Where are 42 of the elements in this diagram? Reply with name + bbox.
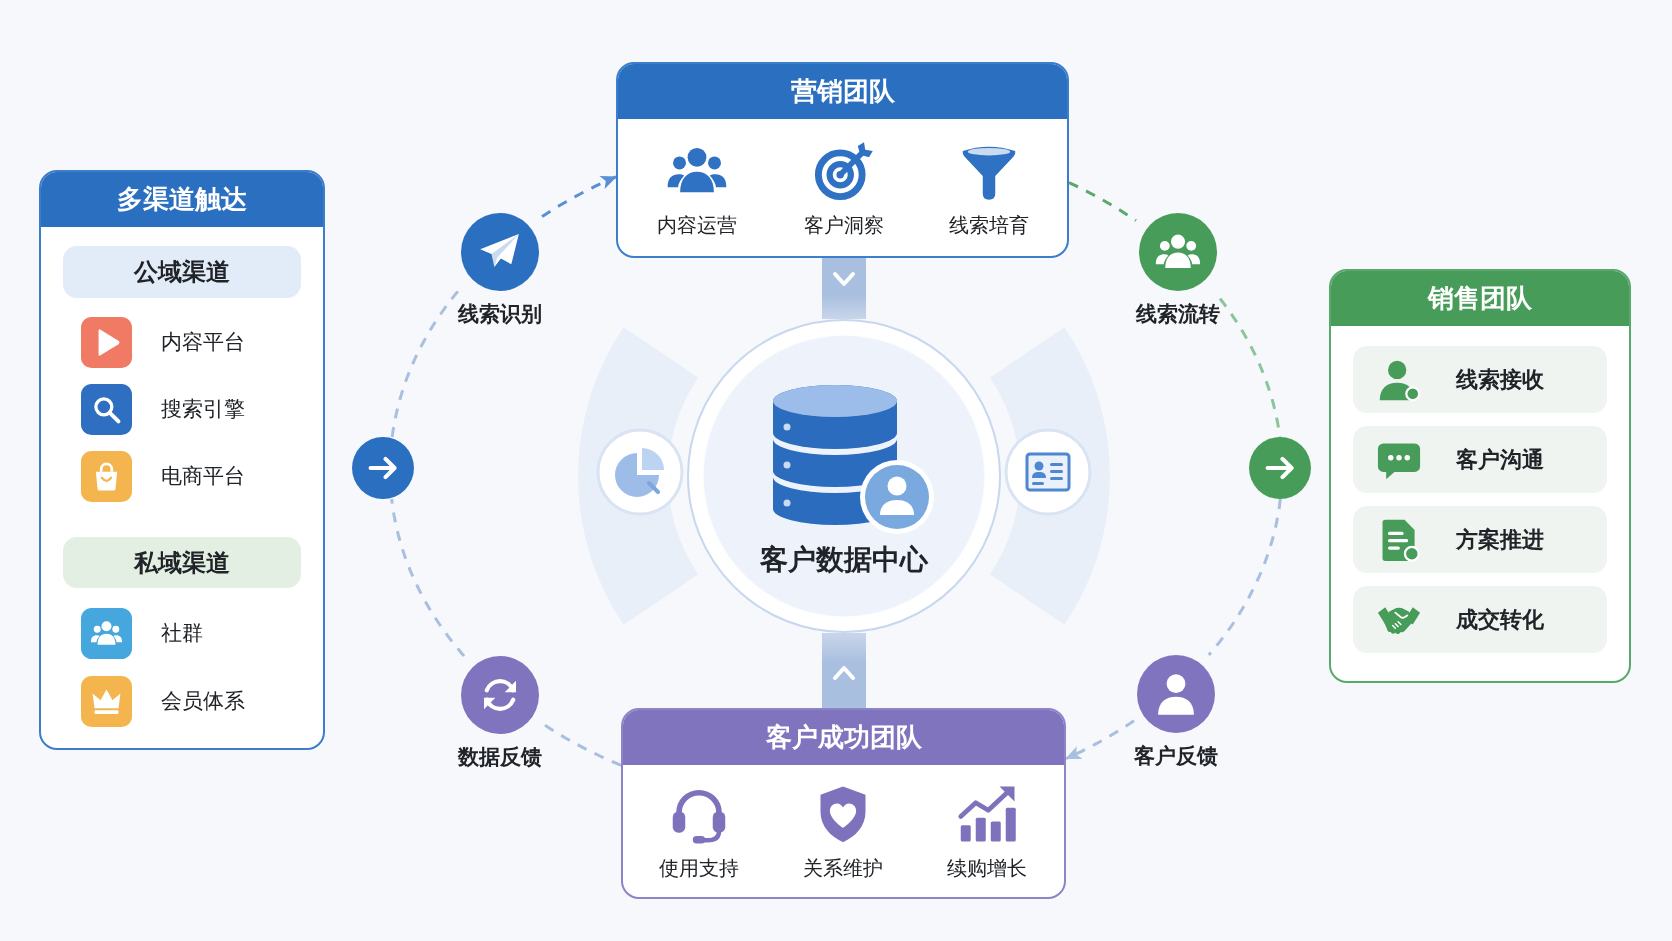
panel-header: 多渠道触达 xyxy=(41,172,323,227)
panel-header: 客户成功团队 xyxy=(623,710,1064,765)
step-label: 线索流转 xyxy=(1136,301,1220,328)
item-label: 续购增长 xyxy=(947,856,1027,881)
row-label: 线索接收 xyxy=(1456,365,1544,394)
hub-label: 客户数据中心 xyxy=(760,543,928,577)
step-label: 数据反馈 xyxy=(458,744,542,771)
item-label: 客户洞察 xyxy=(804,213,884,238)
item-label: 线索培育 xyxy=(949,213,1029,238)
channel-label: 电商平台 xyxy=(161,463,245,490)
panel-header: 销售团队 xyxy=(1331,271,1629,326)
dashed-arrow xyxy=(1065,719,1135,761)
step-label: 线索识别 xyxy=(458,301,542,328)
dashed-arrow xyxy=(541,175,617,218)
channel-panel xyxy=(39,170,325,750)
team-panel xyxy=(616,62,1069,258)
channel-label: 搜索引擎 xyxy=(161,396,245,423)
dashed-line xyxy=(390,498,466,657)
dashed-line xyxy=(541,722,622,767)
row-label: 客户沟通 xyxy=(1456,445,1544,474)
dashed-line xyxy=(390,290,460,438)
dashed-line xyxy=(1207,498,1282,656)
dashed-line xyxy=(1068,181,1137,222)
list-row xyxy=(1353,506,1607,573)
channel-label: 内容平台 xyxy=(161,329,245,356)
section-header: 公域渠道 xyxy=(63,246,301,298)
channel-label: 会员体系 xyxy=(161,688,245,715)
list-row xyxy=(1353,586,1607,653)
item-label: 内容运营 xyxy=(657,213,737,238)
section-header: 私域渠道 xyxy=(63,537,301,588)
row-label: 成交转化 xyxy=(1456,605,1544,634)
item-label: 使用支持 xyxy=(659,856,739,881)
channel-label: 社群 xyxy=(161,620,203,647)
list-row xyxy=(1353,346,1607,413)
panel-header: 营销团队 xyxy=(618,64,1067,119)
step-label: 客户反馈 xyxy=(1134,743,1218,770)
dashed-line xyxy=(1218,297,1282,438)
row-label: 方案推进 xyxy=(1456,525,1544,554)
list-row xyxy=(1353,426,1607,493)
item-label: 关系维护 xyxy=(803,856,883,881)
team-panel xyxy=(621,708,1066,899)
team-panel xyxy=(1329,269,1631,683)
